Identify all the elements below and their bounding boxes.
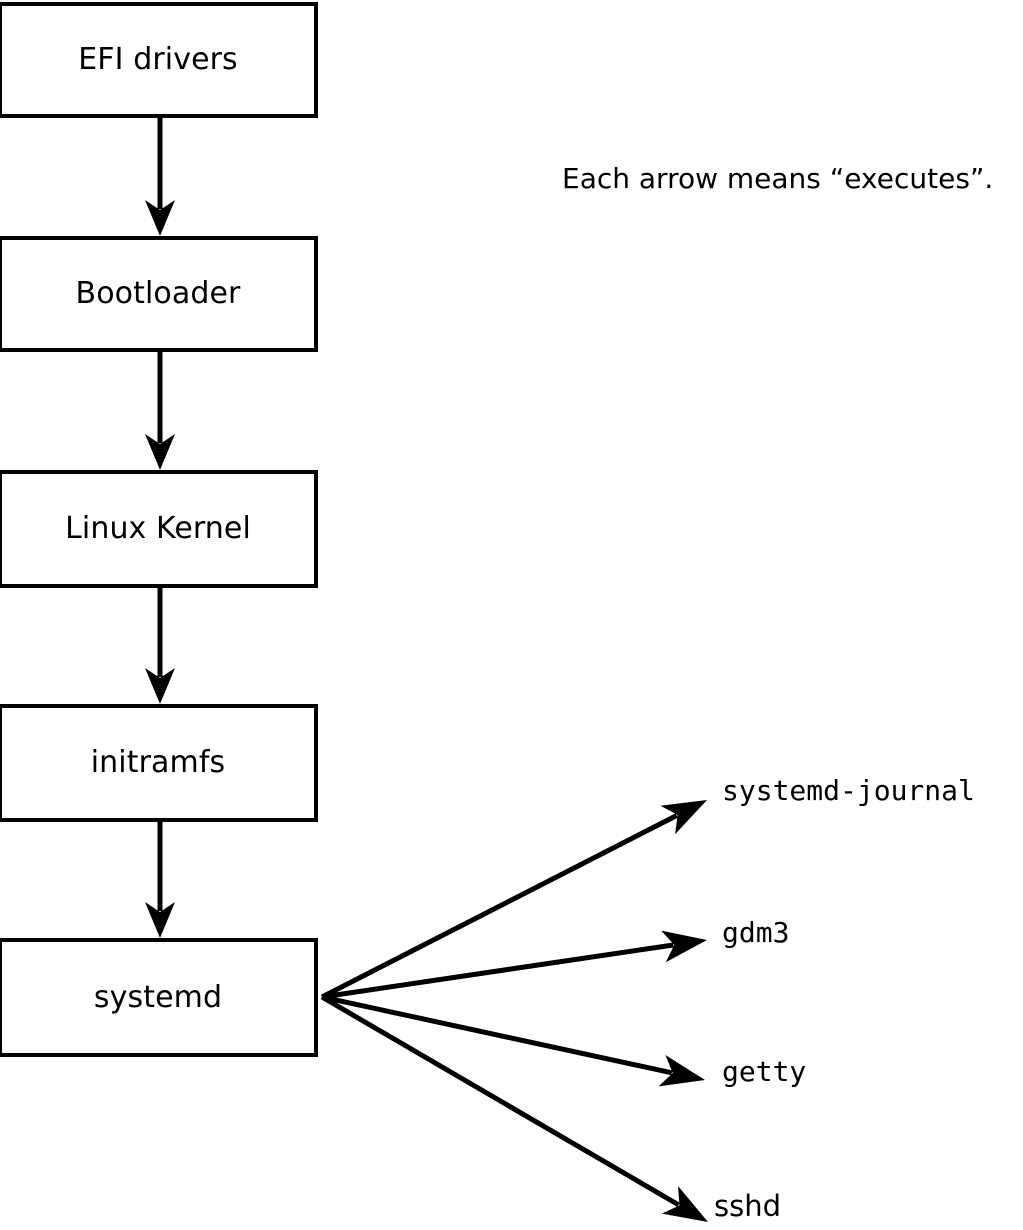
process-box-label: systemd — [93, 979, 223, 1015]
service-label-systemd-journal[interactable]: systemd-journal — [722, 774, 975, 807]
process-box-linux-kernel[interactable]: Linux Kernel — [0, 470, 318, 588]
fan-arrow-sshd-head — [661, 1186, 708, 1222]
chain-arrow-kernel-to-initramfs-head — [145, 668, 175, 704]
service-label-gdm3[interactable]: gdm3 — [722, 916, 790, 949]
fan-arrow-group — [320, 800, 708, 1222]
process-box-efi-drivers[interactable]: EFI drivers — [0, 2, 318, 118]
fan-arrow-getty-head — [658, 1055, 705, 1087]
chain-arrow-initramfs-to-systemd-head — [145, 902, 175, 938]
process-box-label: initramfs — [90, 745, 226, 780]
legend-note: Each arrow means “executes”. — [562, 162, 994, 195]
process-box-label: Bootloader — [75, 276, 241, 311]
process-box-initramfs[interactable]: initramfs — [0, 704, 318, 822]
process-box-label: Linux Kernel — [65, 511, 251, 546]
fan-arrow-systemd-journal-head — [660, 800, 707, 835]
fan-arrow-getty-shaft — [321, 994, 673, 1076]
service-label-getty[interactable]: getty — [722, 1055, 807, 1088]
process-box-bootloader[interactable]: Bootloader — [0, 236, 318, 352]
fan-arrow-sshd-shaft — [320, 994, 680, 1208]
chain-arrow-bootloader-to-kernel-head — [145, 434, 175, 470]
process-box-label: EFI drivers — [78, 42, 238, 77]
fan-arrow-gdm3-head — [661, 930, 707, 963]
fan-arrow-gdm3-shaft — [321, 942, 674, 1000]
service-label-sshd[interactable]: sshd — [714, 1189, 782, 1223]
process-box-systemd[interactable]: systemd — [0, 938, 318, 1057]
chain-arrow-efi-to-bootloader-head — [145, 200, 175, 236]
fan-arrow-systemd-journal-shaft — [320, 813, 678, 1000]
